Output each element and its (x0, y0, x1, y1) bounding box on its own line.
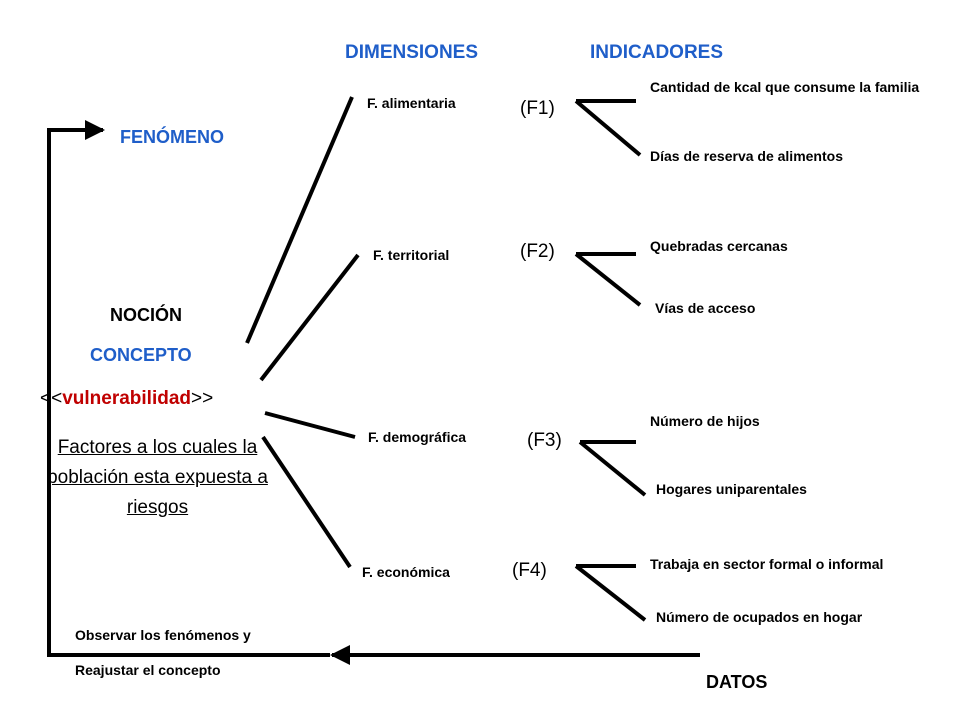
f4-fork-bottom (574, 564, 647, 622)
f1-fork-bottom (574, 99, 642, 157)
concept-to-alimentaria-line (245, 96, 354, 344)
dimensiones-header: DIMENSIONES (345, 42, 479, 63)
dimension-demografica: F. demográfica (368, 429, 467, 445)
feedback-loop-arrow (47, 120, 330, 657)
concept-to-demografica-line (264, 411, 356, 439)
dimension-territorial: F. territorial (373, 247, 450, 263)
indicator-vias: Vías de acceso (655, 300, 756, 316)
code-f4: (F4) (512, 560, 547, 581)
readjust-label: Reajustar el concepto (75, 662, 221, 678)
code-f3: (F3) (527, 430, 562, 451)
vulnerabilidad-label: <<vulnerabilidad>> (40, 388, 213, 410)
indicator-uniparentales: Hogares uniparentales (656, 481, 807, 497)
concept-definition: Factores a los cuales la población esta … (47, 437, 268, 518)
indicator-hijos: Número de hijos (650, 413, 760, 429)
nocion-label: NOCIÓN (110, 305, 182, 325)
indicator-kcal: Cantidad de kcal que consume la familia (650, 79, 920, 95)
vuln-open: << (40, 388, 63, 409)
fenomeno-label: FENÓMENO (120, 127, 225, 147)
indicator-quebradas: Quebradas cercanas (650, 238, 788, 254)
indicator-sector: Trabaja en sector formal o informal (650, 556, 884, 572)
concept-to-economica-line (261, 435, 352, 569)
observe-label: Observar los fenómenos y (75, 627, 251, 643)
vuln-close: >> (191, 388, 214, 409)
dimension-alimentaria: F. alimentaria (367, 95, 456, 111)
code-f2: (F2) (520, 241, 555, 262)
concepto-label: CONCEPTO (90, 345, 192, 365)
dimension-economica: F. económica (362, 564, 450, 580)
datos-label: DATOS (706, 672, 768, 692)
indicator-reserva: Días de reserva de alimentos (650, 148, 843, 164)
concept-to-territorial-line (259, 253, 360, 382)
vuln-word: vulnerabilidad (62, 388, 192, 409)
code-f1: (F1) (520, 98, 555, 119)
indicadores-header: INDICADORES (590, 42, 724, 63)
f3-fork-bottom (578, 440, 647, 497)
indicator-ocupados: Número de ocupados en hogar (656, 609, 863, 625)
f2-fork-bottom (574, 252, 642, 307)
